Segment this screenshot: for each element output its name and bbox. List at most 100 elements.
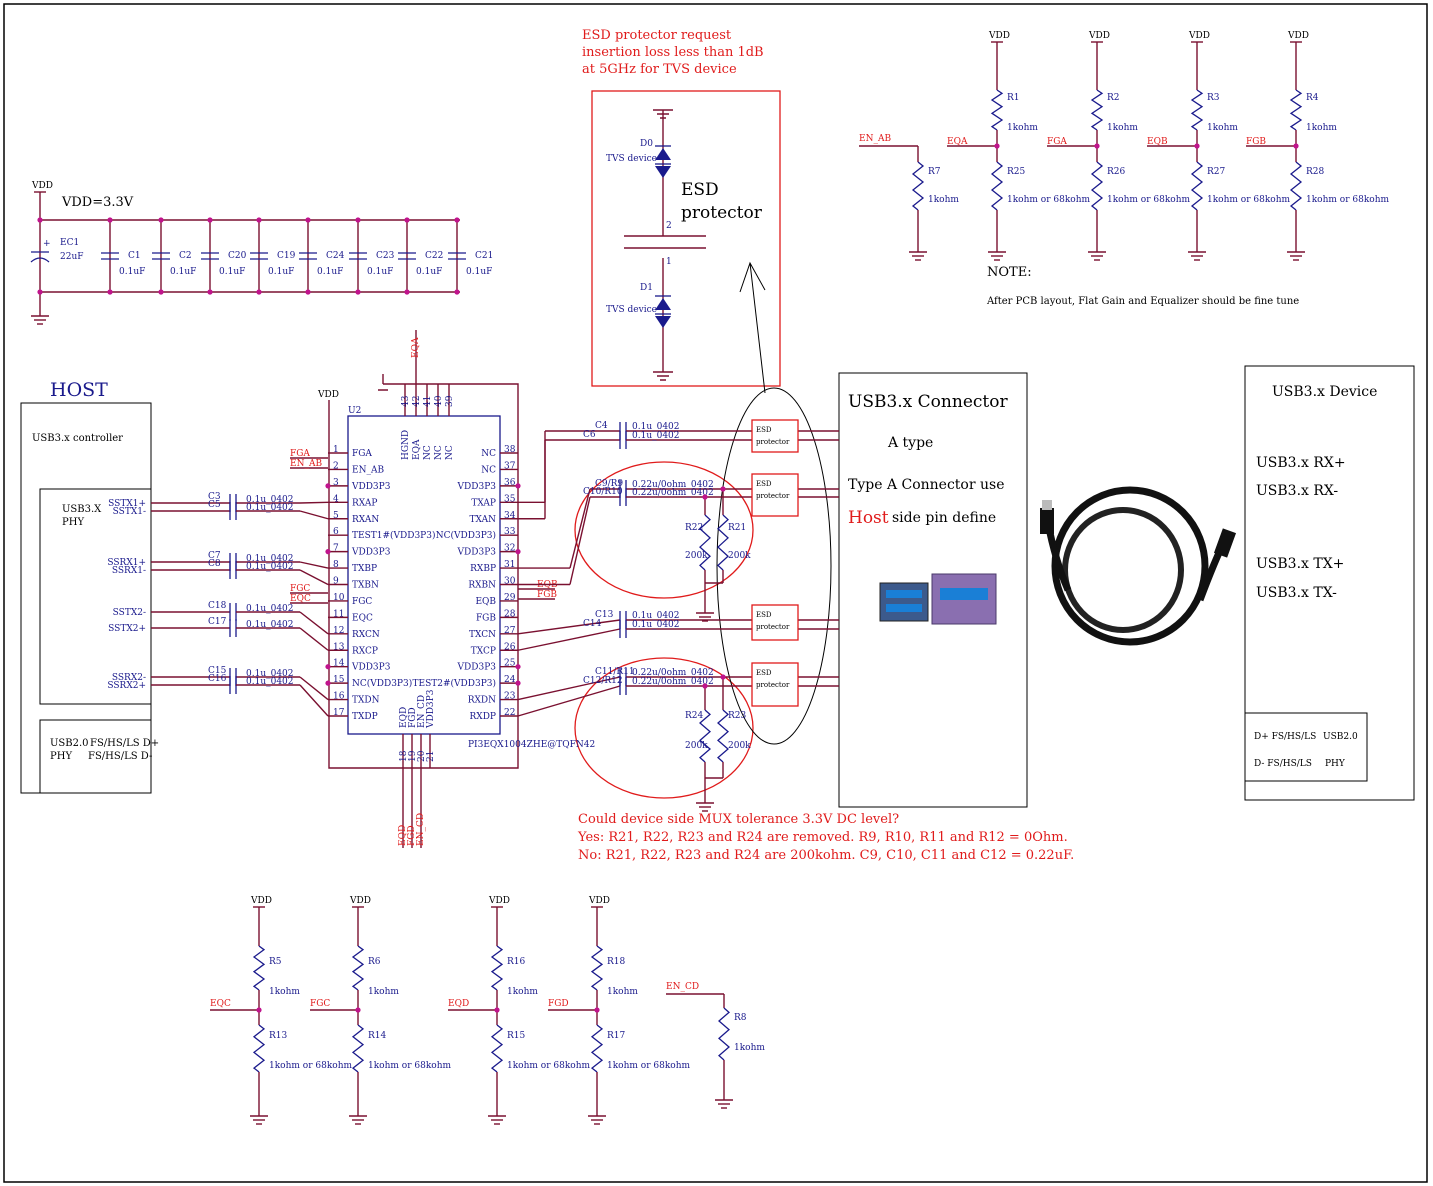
pin-name: RXAN [352,515,379,525]
ground-symbol [1188,244,1206,261]
pulldown-resistor [911,161,925,211]
bias-resistor [699,514,711,571]
pin-name: NC [445,445,455,460]
net-label: EN_CD [666,982,699,992]
pin-number: 29 [504,593,516,603]
cap-ref: C23 [376,251,395,261]
host-fs-dp: FS/HS/LS D+ [90,738,159,749]
usb-cable-image [1040,486,1237,646]
esd-protector-box [751,604,799,641]
res-value: 1kohm or 68kohm [368,1061,451,1071]
cap-ref: C13 [595,610,614,620]
pin-name: RXBP [470,564,496,574]
ground-symbol [250,1108,268,1125]
res-value: 1kohm [928,195,959,205]
pin-name: EQD [399,707,409,728]
pin-name: VDD3P3 [351,482,391,492]
pulldown-resistor [1090,161,1104,211]
chip-part: PI3EQX1004ZHE@TQFN42 [468,740,595,750]
pin-number: 28 [504,609,516,619]
pin-number: 43 [401,395,411,407]
pin-number: 1 [333,445,339,455]
junction-dot [1094,143,1100,149]
pin-number: 16 [333,692,345,702]
wire [569,496,591,585]
pulldown-resistor [490,1024,504,1073]
mux-circle-lower [574,657,754,799]
esd-note-1: ESD protector request [582,28,732,43]
connector-box [838,372,1028,808]
decoupling-cap [349,252,367,260]
res-ref: R17 [607,1031,626,1041]
device-usb2-box [1244,712,1368,782]
cap-value: 0.22u/0ohm_0402 [632,668,714,678]
pin-number: 9 [333,577,339,587]
net-label: EQC [210,999,231,1009]
ground-symbol [488,1108,506,1125]
pin-name: NC [434,445,444,460]
esd-box-label: protector [756,438,790,446]
cap-value: 0.1u_0402 [246,554,294,564]
note-title: NOTE: [987,265,1032,280]
junction-dot [515,680,521,686]
coupling-cap [619,431,627,449]
pin-number: 32 [504,544,515,554]
pin-number: 13 [333,642,345,652]
vdd-label: VDD [250,896,272,906]
chip-body [347,415,501,735]
vdd-label: VDD [1287,31,1309,41]
pin-number: 42 [412,396,422,407]
pin-name: TEST2#(VDD3P3) [413,678,496,689]
host-title: HOST [50,379,108,401]
junction-dot [325,664,331,670]
pin-number: 35 [504,494,516,504]
decoupling-cap [101,252,119,260]
cap-ref: C9/R9 [595,479,623,489]
ground-symbol [988,244,1006,261]
res-ref: R3 [1207,93,1220,103]
pin-name: RXDP [470,712,496,722]
device-txp: USB3.x TX+ [1256,556,1344,572]
pin-name: VDD3P3 [457,548,497,558]
pin-name: TXDN [352,696,380,706]
pin-number: 23 [504,692,516,702]
net-label: EQA [411,337,421,358]
cap-ref: C11/R11 [595,667,635,677]
cap-value: 0.1uF [416,267,442,277]
host-usb2-b: PHY [50,751,72,762]
connector-type: A type [887,435,933,451]
pulldown-resistor [590,1024,604,1073]
decoupling-cap [448,252,466,260]
res-value: 1kohm [269,987,300,997]
cap-value: 0.22u/0ohm_0402 [632,488,714,498]
pin-number: 5 [333,511,339,521]
esd-note-3: at 5GHz for TVS device [582,62,737,77]
decoupling-cap [299,252,317,260]
junction-dot [37,289,43,295]
pin-number: 11 [333,609,344,619]
pin-number: 8 [333,560,339,570]
device-phy: PHY [1325,759,1346,769]
pin-name: NC [481,449,496,459]
wire [299,569,329,586]
esd-box-label: protector [756,623,790,631]
coupling-cap [619,611,627,629]
pullup-resistor [590,945,604,991]
junction-dot [515,483,521,489]
res-ref: R25 [1007,167,1026,177]
cap-ref: C18 [208,601,227,611]
coupling-cap [619,620,627,638]
pullup-resistor [252,945,266,991]
res-ref: R5 [269,957,282,967]
cap-value: 0.1uF [367,267,393,277]
res-value: 1kohm [1207,123,1238,133]
pin-name: FGC [352,597,372,607]
decoupling-cap [201,252,219,260]
net-label: FGA [1047,137,1067,147]
junction-dot [207,217,213,223]
res-ref: R6 [368,957,381,967]
junction-dot [256,217,262,223]
pin-number: 31 [504,560,515,570]
cap-ref: C10/R10 [583,487,623,497]
junction-dot [702,494,708,500]
